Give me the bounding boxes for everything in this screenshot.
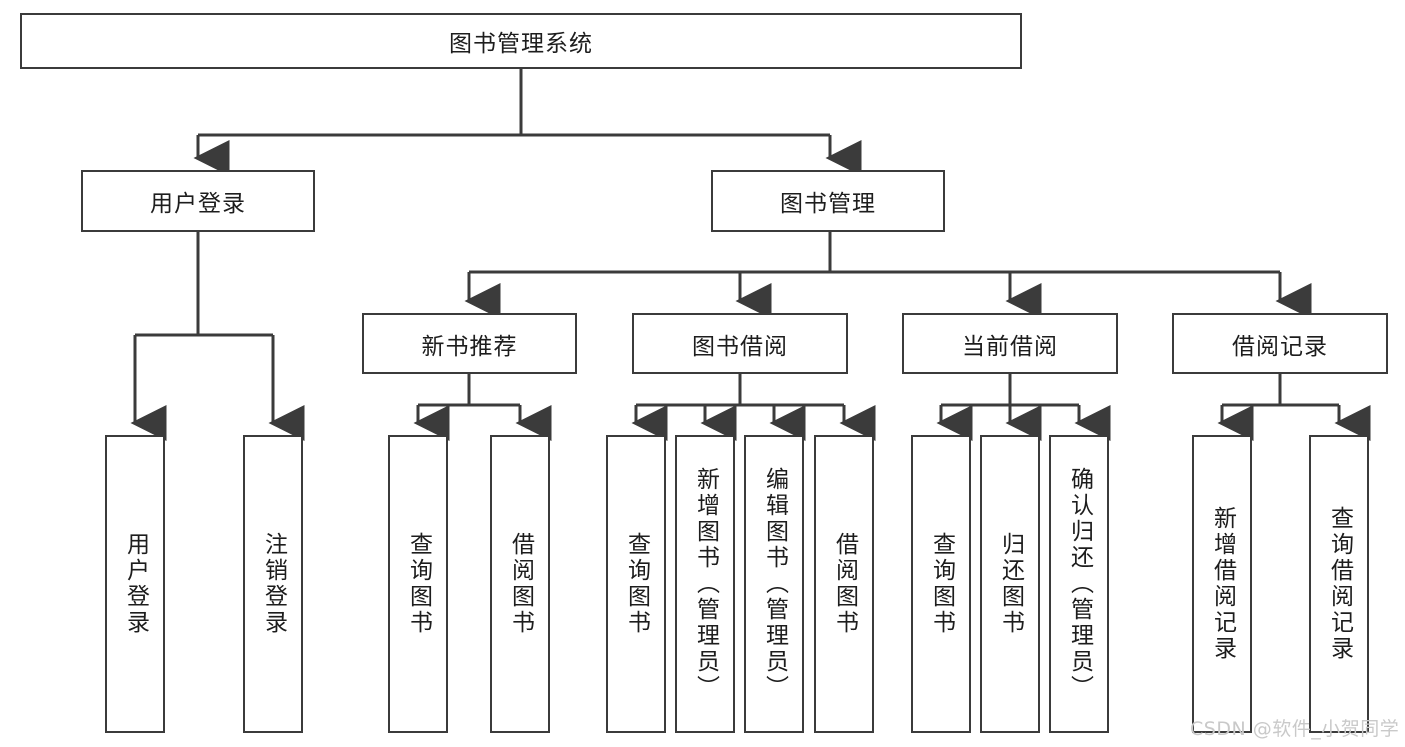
node-label: 新增图书（管理员） (692, 467, 719, 701)
node-leaf-query-borrow-record[interactable]: 查询借阅记录 (1309, 435, 1369, 733)
csdn-watermark: CSDN @软件_小贺同学 (1190, 718, 1400, 740)
node-borrow-record[interactable]: 借阅记录 (1172, 313, 1388, 374)
node-label: 借阅图书 (831, 532, 858, 636)
node-label: 新书推荐 (421, 333, 518, 360)
node-label: 图书管理系统 (449, 31, 593, 57)
node-label: 用户登录 (122, 532, 149, 636)
node-leaf-add-borrow-record[interactable]: 新增借阅记录 (1192, 435, 1252, 733)
node-leaf-query-book-1[interactable]: 查询图书 (388, 435, 448, 733)
node-leaf-query-book-3[interactable]: 查询图书 (911, 435, 971, 733)
node-system-root[interactable]: 图书管理系统 (20, 13, 1022, 69)
node-label: 查询借阅记录 (1326, 506, 1353, 662)
node-label: 新增借阅记录 (1209, 506, 1236, 662)
node-label: 图书借阅 (692, 333, 788, 360)
node-book-borrow[interactable]: 图书借阅 (632, 313, 848, 374)
node-leaf-logout-login[interactable]: 注销登录 (243, 435, 303, 733)
node-label: 当前借阅 (962, 333, 1058, 360)
node-leaf-borrow-book-2[interactable]: 借阅图书 (814, 435, 874, 733)
node-label: 注销登录 (260, 532, 287, 636)
node-leaf-confirm-return[interactable]: 确认归还（管理员） (1049, 435, 1109, 733)
node-label: 编辑图书（管理员） (761, 467, 788, 701)
node-leaf-user-login[interactable]: 用户登录 (105, 435, 165, 733)
node-book-management[interactable]: 图书管理 (711, 170, 945, 232)
node-leaf-query-book-2[interactable]: 查询图书 (606, 435, 666, 733)
node-label: 确认归还（管理员） (1066, 467, 1093, 701)
node-label: 借阅记录 (1232, 333, 1328, 360)
node-label: 查询图书 (405, 532, 432, 636)
node-label: 查询图书 (623, 532, 650, 636)
node-label: 借阅图书 (507, 532, 534, 636)
node-leaf-add-book[interactable]: 新增图书（管理员） (675, 435, 735, 733)
node-label: 查询图书 (928, 532, 955, 636)
node-label: 图书管理 (780, 191, 876, 217)
node-leaf-borrow-book-1[interactable]: 借阅图书 (490, 435, 550, 733)
node-leaf-return-book[interactable]: 归还图书 (980, 435, 1040, 733)
node-new-book-recommend[interactable]: 新书推荐 (362, 313, 577, 374)
node-leaf-edit-book[interactable]: 编辑图书（管理员） (744, 435, 804, 733)
node-label: 用户登录 (150, 191, 246, 217)
node-label: 归还图书 (997, 532, 1024, 636)
node-user-login[interactable]: 用户登录 (81, 170, 315, 232)
node-current-borrow[interactable]: 当前借阅 (902, 313, 1118, 374)
